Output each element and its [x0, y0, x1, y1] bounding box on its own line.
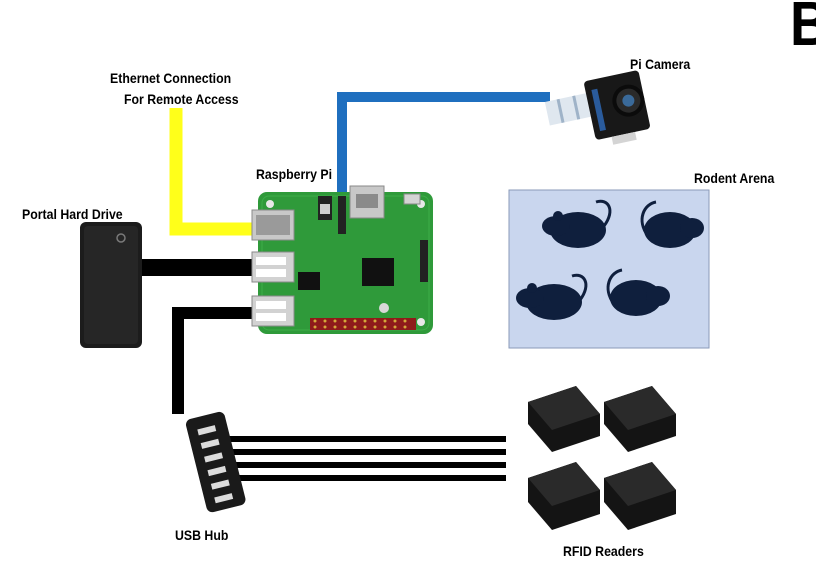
ethernet-label-line1: Ethernet Connection: [110, 70, 232, 86]
panel-letter: B: [790, 0, 816, 56]
pi-usb-port-2: [251, 295, 295, 327]
rodent-arena: [508, 189, 710, 349]
ethernet-label-line2: For Remote Access: [124, 91, 239, 107]
rodent-icon-3: [516, 273, 588, 320]
rfid-readers: [528, 386, 676, 530]
rfid-reader-4: [604, 462, 676, 530]
rfid-reader-3: [528, 462, 600, 530]
raspberry-pi-label: Raspberry Pi: [256, 166, 333, 182]
pi-camera: [544, 70, 650, 145]
hard-drive-cable: [140, 259, 262, 276]
rfid-cables: [214, 436, 506, 481]
rfid-readers-label: RFID Readers: [563, 543, 644, 559]
usb-hub-cable: [172, 307, 262, 414]
usb-hub-label: USB Hub: [175, 527, 229, 543]
pi-camera-label: Pi Camera: [630, 56, 691, 72]
ethernet-cable: [169, 108, 258, 236]
portal-hard-drive-label: Portal Hard Drive: [22, 206, 123, 222]
raspberry-pi-board: [251, 185, 433, 334]
rfid-reader-1: [528, 386, 600, 452]
rodent-icon-4: [606, 268, 670, 316]
pi-gpio-header: [310, 318, 416, 330]
rodent-icon-1: [542, 199, 612, 248]
portal-hard-drive: [80, 222, 142, 348]
rodent-icon-2: [640, 200, 704, 248]
usb-hub: [185, 411, 246, 513]
rfid-reader-2: [604, 386, 676, 452]
pi-usb-port-1: [251, 251, 295, 283]
camera-cable: [337, 92, 550, 192]
rodent-arena-label: Rodent Arena: [694, 170, 775, 186]
